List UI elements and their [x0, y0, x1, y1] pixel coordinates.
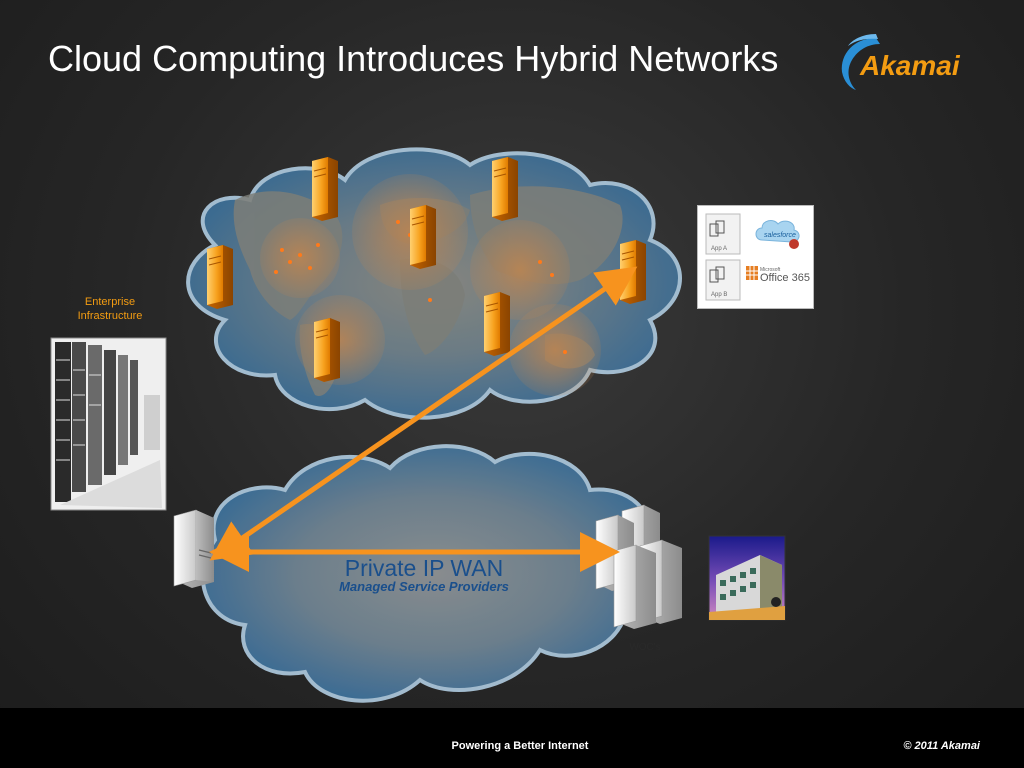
salesforce-logo: salesforce: [755, 220, 800, 249]
footer-tagline: Powering a Better Internet: [451, 740, 589, 752]
wan-title: Private IP WAN: [344, 555, 504, 581]
svg-text:salesforce: salesforce: [764, 232, 796, 239]
office-grid-icon: [746, 266, 758, 280]
edge-server-icon: [492, 157, 518, 221]
svg-text:Office 365: Office 365: [760, 272, 810, 284]
footer-copyright: © 2011 Akamai: [903, 740, 980, 752]
slide-title: Cloud Computing Introduces Hybrid Networ…: [48, 38, 779, 79]
edge-server-icon: [207, 245, 233, 309]
saas-applications-panel: App A App B salesforce Microsoft Office …: [697, 205, 814, 309]
svg-text:Microsoft: Microsoft: [760, 267, 781, 273]
coverage-halo: [260, 218, 340, 298]
wan-subtitle: Managed Service Providers: [339, 579, 509, 594]
woc-label: WOC's: [629, 642, 661, 653]
akamai-arc-icon: [841, 34, 880, 90]
office-365-logo: Microsoft Office 365: [746, 266, 810, 284]
footer-bar: Powering a Better Internet © 2011 Akamai: [0, 708, 1024, 768]
data-center-image: [50, 337, 167, 511]
enterprise-server-icon: [173, 509, 214, 588]
saas-apps-graphic: App A App B salesforce Microsoft Office …: [705, 213, 810, 301]
internet-to-enterprise-arrow: [209, 266, 638, 561]
enterprise-infrastructure-label: Enterprise Infrastructure: [77, 296, 143, 322]
edge-server-icon: [410, 205, 436, 269]
edge-server-icon: [312, 157, 338, 221]
coverage-halo: [509, 304, 601, 396]
edge-server-icon: [484, 292, 510, 356]
svg-text:App A: App A: [711, 246, 727, 252]
branch-office-image: [708, 535, 786, 621]
edge-server-icon: [314, 318, 340, 382]
internet-cloud: [186, 147, 682, 420]
akamai-wordmark: Akamai: [860, 50, 960, 81]
app-b-tile: App B: [705, 259, 741, 301]
badge-icon: [789, 239, 799, 249]
edge-server-icon: [620, 240, 646, 304]
app-a-tile: App A: [705, 213, 741, 255]
akamai-logo: Akamai: [836, 32, 976, 92]
svg-text:App B: App B: [711, 292, 727, 298]
